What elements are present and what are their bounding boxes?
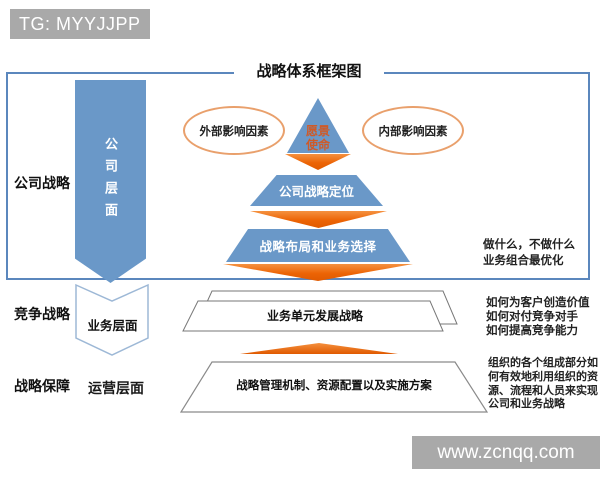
site-watermark-badge: www.zcnqq.com bbox=[412, 436, 600, 469]
strategy-guarantee-label: 战略保障 bbox=[14, 380, 70, 395]
internal-factors-oval: 内部影响因素 bbox=[362, 106, 464, 155]
internal-factors-label: 内部影响因素 bbox=[378, 125, 448, 138]
annotation-line: 如何对付竞争对手 bbox=[486, 311, 578, 323]
business-level-label: 业务层面 bbox=[87, 319, 138, 333]
strategy-layout-trapezoid: 战略布局和业务选择 bbox=[226, 229, 410, 262]
corporate-level-arrow: 公司层面 bbox=[75, 80, 146, 283]
annotation-line: 业务组合最优化 bbox=[483, 254, 564, 267]
up-arrow-icon bbox=[240, 343, 398, 354]
external-factors-label: 外部影响因素 bbox=[199, 125, 269, 138]
diagram-title: 战略体系框架图 bbox=[234, 61, 384, 83]
annotation-line: 如何提高竞争能力 bbox=[486, 325, 578, 337]
tg-watermark-badge: TG: MYYJJPP bbox=[10, 9, 150, 39]
operations-trapezoid-shape bbox=[179, 361, 489, 413]
annotation-line: 如何为客户创造价值 bbox=[486, 297, 590, 309]
business-unit-strategy-label: 业务单元发展战略 bbox=[266, 309, 363, 323]
strategy-layout-label: 战略布局和业务选择 bbox=[259, 240, 377, 254]
business-annotation: 如何为客户创造价值 如何对付竞争对手 如何提高竞争能力 bbox=[486, 296, 600, 338]
strategy-positioning-label: 公司战略定位 bbox=[278, 185, 354, 199]
corporate-strategy-label: 公司战略 bbox=[14, 177, 70, 192]
annotation-line: 做什么，不做什么 bbox=[483, 239, 575, 251]
mission-label: 使命 bbox=[305, 138, 330, 152]
strategy-positioning-trapezoid: 公司战略定位 bbox=[250, 175, 383, 206]
vision-label: 愿景 bbox=[305, 124, 330, 138]
external-factors-oval: 外部影响因素 bbox=[183, 106, 285, 155]
competitive-strategy-label: 竞争战略 bbox=[14, 308, 70, 323]
operations-plan-label: 战略管理机制、资源配置以及实施方案 bbox=[236, 380, 432, 392]
operations-annotation: 组织的各个组成部分如何有效地利用组织的资源、流程和人员来实现公司和业务战略 bbox=[488, 357, 598, 411]
business-layer-banner-shape bbox=[75, 283, 149, 356]
corporate-level-label: 公司层面 bbox=[103, 136, 118, 225]
operations-level-label: 运营层面 bbox=[88, 382, 144, 397]
business-unit-parallelograms bbox=[182, 290, 458, 332]
corporate-annotation: 做什么，不做什么 业务组合最优化 bbox=[483, 238, 595, 269]
